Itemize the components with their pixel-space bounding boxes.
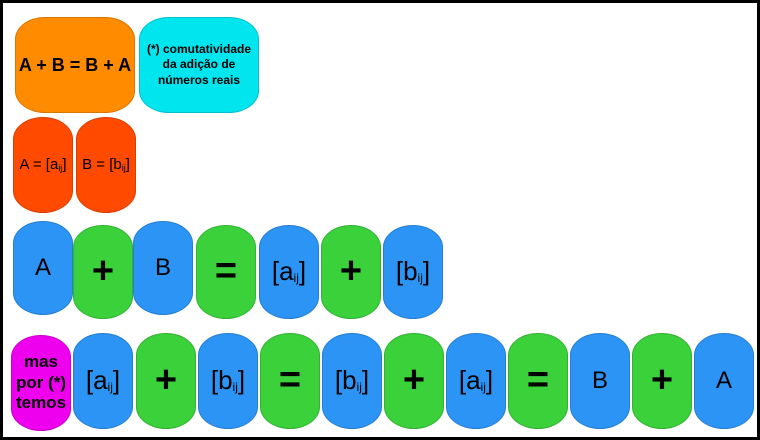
row4-tile-3: [bij] <box>198 333 258 429</box>
row3-symbol-b: B <box>154 254 171 282</box>
commutativity-note-text: (*) comutatividade da adição de números … <box>146 41 251 87</box>
row4-tile-10: + <box>632 333 692 429</box>
row4-tile-5: [bij] <box>322 333 382 429</box>
row3-tile-6: + <box>321 225 381 319</box>
row3-tile-1: A <box>13 221 73 315</box>
row3-tile-2: + <box>73 225 133 319</box>
row3-plus: + <box>91 250 115 293</box>
row3-tile-4: = <box>196 225 256 319</box>
row4-intro-text: mas por (*) temos <box>15 352 67 413</box>
commutative-equation-tile: A + B = B + A <box>15 17 135 113</box>
row4-intro-tile: mas por (*) temos <box>11 335 71 431</box>
row4-equals-2: = <box>526 359 550 402</box>
row4-tile-2: + <box>136 333 196 429</box>
row4-plus: + <box>154 359 178 402</box>
row3-symbol-a: A <box>34 254 51 282</box>
matrix-b-definition: B = [bij] <box>82 156 130 174</box>
row3-tile-5: [aij] <box>259 225 319 319</box>
row4-matrix-b: [bij] <box>210 365 246 396</box>
commutative-equation-text: A + B = B + A <box>18 54 132 75</box>
row4-tile-9: B <box>570 333 630 429</box>
row4-plus-2: + <box>402 359 426 402</box>
row3-matrix-b: [bij] <box>395 256 431 287</box>
commutativity-note-tile: (*) comutatividade da adição de números … <box>139 17 259 113</box>
row4-tile-4: = <box>260 333 320 429</box>
row4-tile-11: A <box>694 333 754 429</box>
row4-plus-3: + <box>650 359 674 402</box>
row4-symbol-b: B <box>591 367 608 395</box>
matrix-a-definition: A = [aij] <box>19 156 67 174</box>
row4-tile-8: = <box>508 333 568 429</box>
matrix-a-definition-tile: A = [aij] <box>13 117 73 213</box>
row4-tile-7: [aij] <box>446 333 506 429</box>
row3-equals: = <box>214 250 238 293</box>
row4-matrix-b-2: [bij] <box>334 365 370 396</box>
row4-matrix-a: [aij] <box>85 365 121 396</box>
row3-tile-3: B <box>133 221 193 315</box>
row4-matrix-a-2: [aij] <box>458 365 494 396</box>
row3-tile-7: [bij] <box>383 225 443 319</box>
row4-symbol-a: A <box>715 367 732 395</box>
row4-equals: = <box>278 359 302 402</box>
row4-tile-6: + <box>384 333 444 429</box>
row3-matrix-a: [aij] <box>271 256 307 287</box>
matrix-b-definition-tile: B = [bij] <box>76 117 136 213</box>
row4-tile-1: [aij] <box>73 333 133 429</box>
row3-plus-2: + <box>339 250 363 293</box>
